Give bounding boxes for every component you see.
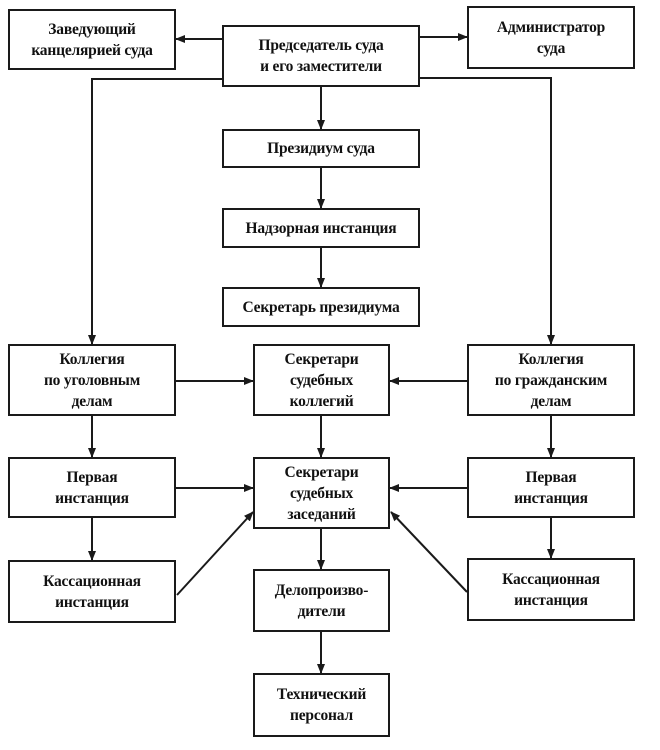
node-technical-staff: Технический персонал: [253, 673, 390, 737]
node-criminal-first-instance: Первая инстанция: [8, 457, 176, 518]
node-session-secretaries: Секретари судебных заседаний: [253, 457, 390, 529]
node-civil-collegium: Коллегия по гражданским делам: [467, 344, 635, 416]
node-presidium-secretary-label: Секретарь президиума: [242, 298, 400, 316]
node-head-office: Заведующий канцелярией суда: [8, 9, 176, 70]
node-supervisory-label: Надзорная инстанция: [245, 219, 397, 237]
arrow-chairman-to-criminal-collegium: [88, 78, 222, 345]
node-administrator-label: Администратор суда: [496, 18, 606, 57]
node-collegium-secretaries-label: Секретари судебных коллегий: [284, 350, 359, 410]
node-collegium-secretaries: Секретари судебных коллегий: [253, 344, 390, 416]
node-chairman-label: Председатель суда и его заместители: [258, 37, 384, 75]
node-civil-cassation-label: Кассационная инстанция: [502, 570, 600, 609]
arrow-civil-cassation-to-session-secretaries: [390, 511, 468, 593]
arrow-criminal-cassation-to-session-secretaries: [176, 511, 254, 596]
node-chairman: Председатель суда и его заместители: [222, 25, 420, 87]
arrow-chairman-to-civil-collegium: [420, 77, 555, 345]
node-criminal-first-instance-label: Первая инстанция: [55, 468, 129, 507]
node-civil-first-instance-label: Первая инстанция: [514, 468, 588, 507]
node-criminal-cassation: Кассационная инстанция: [8, 560, 176, 623]
node-presidium: Президиум суда: [222, 129, 420, 168]
node-head-office-label: Заведующий канцелярией суда: [31, 20, 153, 59]
node-presidium-secretary: Секретарь президиума: [222, 287, 420, 327]
node-administrator: Администратор суда: [467, 6, 635, 69]
node-civil-cassation: Кассационная инстанция: [467, 558, 635, 621]
node-clerks: Делопроизво- дители: [253, 569, 390, 632]
node-session-secretaries-label: Секретари судебных заседаний: [284, 463, 359, 523]
node-presidium-label: Президиум суда: [267, 140, 375, 157]
node-criminal-collegium: Коллегия по уголовным делам: [8, 344, 176, 416]
node-criminal-collegium-label: Коллегия по уголовным делам: [43, 350, 141, 410]
node-civil-collegium-label: Коллегия по гражданским делам: [494, 350, 608, 410]
node-criminal-cassation-label: Кассационная инстанция: [43, 572, 141, 611]
node-supervisory: Надзорная инстанция: [222, 208, 420, 248]
node-clerks-label: Делопроизво- дители: [274, 581, 369, 620]
node-civil-first-instance: Первая инстанция: [467, 457, 635, 518]
node-technical-staff-label: Технический персонал: [276, 686, 367, 724]
